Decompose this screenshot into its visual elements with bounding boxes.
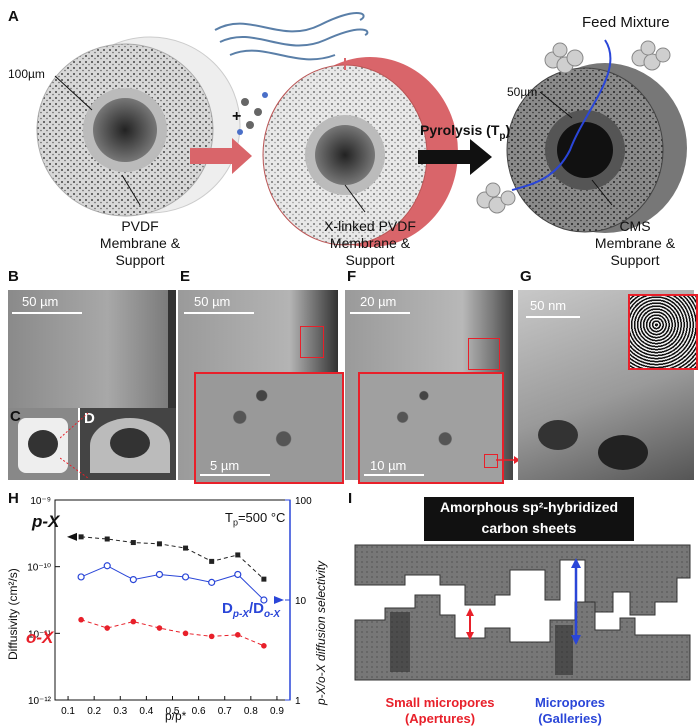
panel-g-label: G bbox=[520, 268, 532, 285]
x-tick-label: 0.2 bbox=[87, 706, 101, 717]
plus-sign: + bbox=[232, 108, 242, 125]
ox-series-label: o-X bbox=[26, 628, 54, 647]
scale-50um: 50µm bbox=[507, 85, 538, 99]
data-point bbox=[235, 552, 241, 558]
data-point bbox=[181, 573, 190, 581]
x-tick-label: 0.5 bbox=[166, 706, 180, 717]
process-arrow-black bbox=[418, 139, 492, 175]
data-point bbox=[104, 625, 111, 631]
data-point bbox=[78, 534, 84, 540]
data-point bbox=[156, 625, 163, 631]
ratio-axis-arrow bbox=[274, 596, 284, 604]
ratio-series-label: Dp-X/Do-X bbox=[222, 600, 281, 620]
inset-g bbox=[628, 294, 698, 370]
panel-b-label: B bbox=[8, 268, 19, 285]
xlinked-pvdf-tube bbox=[262, 57, 458, 247]
x-tick-label: 0.4 bbox=[139, 706, 153, 717]
carbon-sheets-diagram bbox=[354, 544, 691, 681]
pvdf-tube bbox=[36, 36, 241, 217]
x-tick-label: 0.6 bbox=[192, 706, 206, 717]
series-line-1 bbox=[80, 619, 265, 647]
px-series-label: p-X bbox=[32, 512, 60, 531]
series-line-0 bbox=[81, 536, 265, 580]
data-point bbox=[260, 596, 268, 604]
data-point bbox=[77, 573, 85, 581]
data-point bbox=[208, 633, 215, 640]
y-tick-label-right: 1 bbox=[295, 696, 301, 707]
crosslinker-chains-icon bbox=[214, 12, 369, 61]
scale-100um: 100µm bbox=[8, 67, 45, 81]
sem-image-d bbox=[80, 408, 176, 480]
data-point bbox=[261, 643, 267, 649]
y-tick-label-left: 10⁻¹² bbox=[28, 696, 52, 707]
series-line-2 bbox=[80, 565, 265, 601]
data-point bbox=[209, 558, 215, 564]
panel-a-illustration bbox=[36, 12, 687, 247]
data-point bbox=[156, 541, 162, 547]
scale-f: 20 µm bbox=[360, 294, 397, 309]
data-point bbox=[129, 575, 137, 584]
panel-i-label: I bbox=[348, 490, 353, 507]
data-point bbox=[183, 545, 189, 551]
x-tick-label: 0.3 bbox=[113, 706, 127, 717]
data-point bbox=[234, 570, 242, 579]
data-point bbox=[104, 536, 110, 542]
x-tick-label: 0.9 bbox=[270, 706, 284, 717]
panel-e-label: E bbox=[180, 268, 191, 285]
zoom-box-f bbox=[468, 338, 500, 370]
data-point bbox=[234, 632, 241, 638]
sem-image-b bbox=[8, 290, 174, 408]
process-arrow-red bbox=[190, 138, 252, 174]
panel-c-label: C bbox=[10, 408, 21, 425]
xylene-molecule-icon bbox=[476, 40, 671, 214]
inset-e bbox=[194, 372, 344, 484]
zoom-box-e bbox=[300, 326, 324, 358]
panel-d-label: D bbox=[84, 410, 95, 427]
y-axis-label-right: p-X/o-X diffusion selectivity bbox=[314, 560, 328, 705]
molecule-icon bbox=[237, 92, 268, 135]
data-point bbox=[182, 630, 189, 637]
diffusion-path bbox=[511, 39, 612, 191]
data-point bbox=[261, 576, 267, 582]
scale-g: 50 nm bbox=[530, 298, 567, 313]
diffusivity-chart: 0.1 0.2 0.3 0.4 0.5 0.6 0.7 0.8 0.9 10⁻¹² 10⁻¹¹ 10⁻… bbox=[27, 496, 312, 717]
panel-a-label: A bbox=[8, 8, 19, 25]
data-point bbox=[155, 570, 164, 579]
y-tick-label-right: 100 bbox=[295, 496, 312, 507]
x-tick-label: 0.1 bbox=[61, 706, 75, 717]
scale-e-inset: 5 µm bbox=[210, 458, 240, 473]
y-axis-label-left: Diffusivity (cm²/s) bbox=[6, 568, 20, 660]
panel-f-label: F bbox=[347, 268, 357, 285]
panel-h-label: H bbox=[8, 490, 19, 507]
x-axis-label: p/p* bbox=[165, 709, 187, 723]
data-point bbox=[130, 618, 137, 625]
inset-f bbox=[358, 372, 504, 484]
temperature-annotation: Tp=500 °C bbox=[225, 510, 286, 528]
pyrolysis-label: Pyrolysis (Tp) bbox=[420, 122, 511, 142]
micropores-label: Micropores(Galleries) bbox=[534, 695, 606, 726]
x-tick-label: 0.7 bbox=[218, 706, 232, 717]
data-point bbox=[78, 616, 84, 623]
data-point bbox=[130, 540, 136, 546]
y-tick-label-left: 10⁻⁹ bbox=[30, 496, 51, 507]
px-axis-arrow bbox=[67, 532, 77, 541]
scale-b: 50 µm bbox=[22, 294, 59, 309]
cms-tube bbox=[506, 63, 687, 233]
y-tick-label-left: 10⁻¹⁰ bbox=[27, 563, 51, 574]
data-point bbox=[103, 562, 111, 570]
x-tick-label: 0.8 bbox=[244, 706, 258, 717]
photo-c bbox=[8, 408, 78, 480]
y-tick-label-right: 10 bbox=[295, 596, 307, 607]
scale-e: 50 µm bbox=[194, 294, 231, 309]
feed-mixture-label: Feed Mixture bbox=[582, 14, 670, 31]
scale-f-inset: 10 µm bbox=[370, 458, 407, 473]
y-tick-label-left: 10⁻¹¹ bbox=[28, 629, 52, 640]
data-point bbox=[208, 578, 216, 586]
small-micropores-label: Small micropores(Apertures) bbox=[385, 695, 495, 726]
